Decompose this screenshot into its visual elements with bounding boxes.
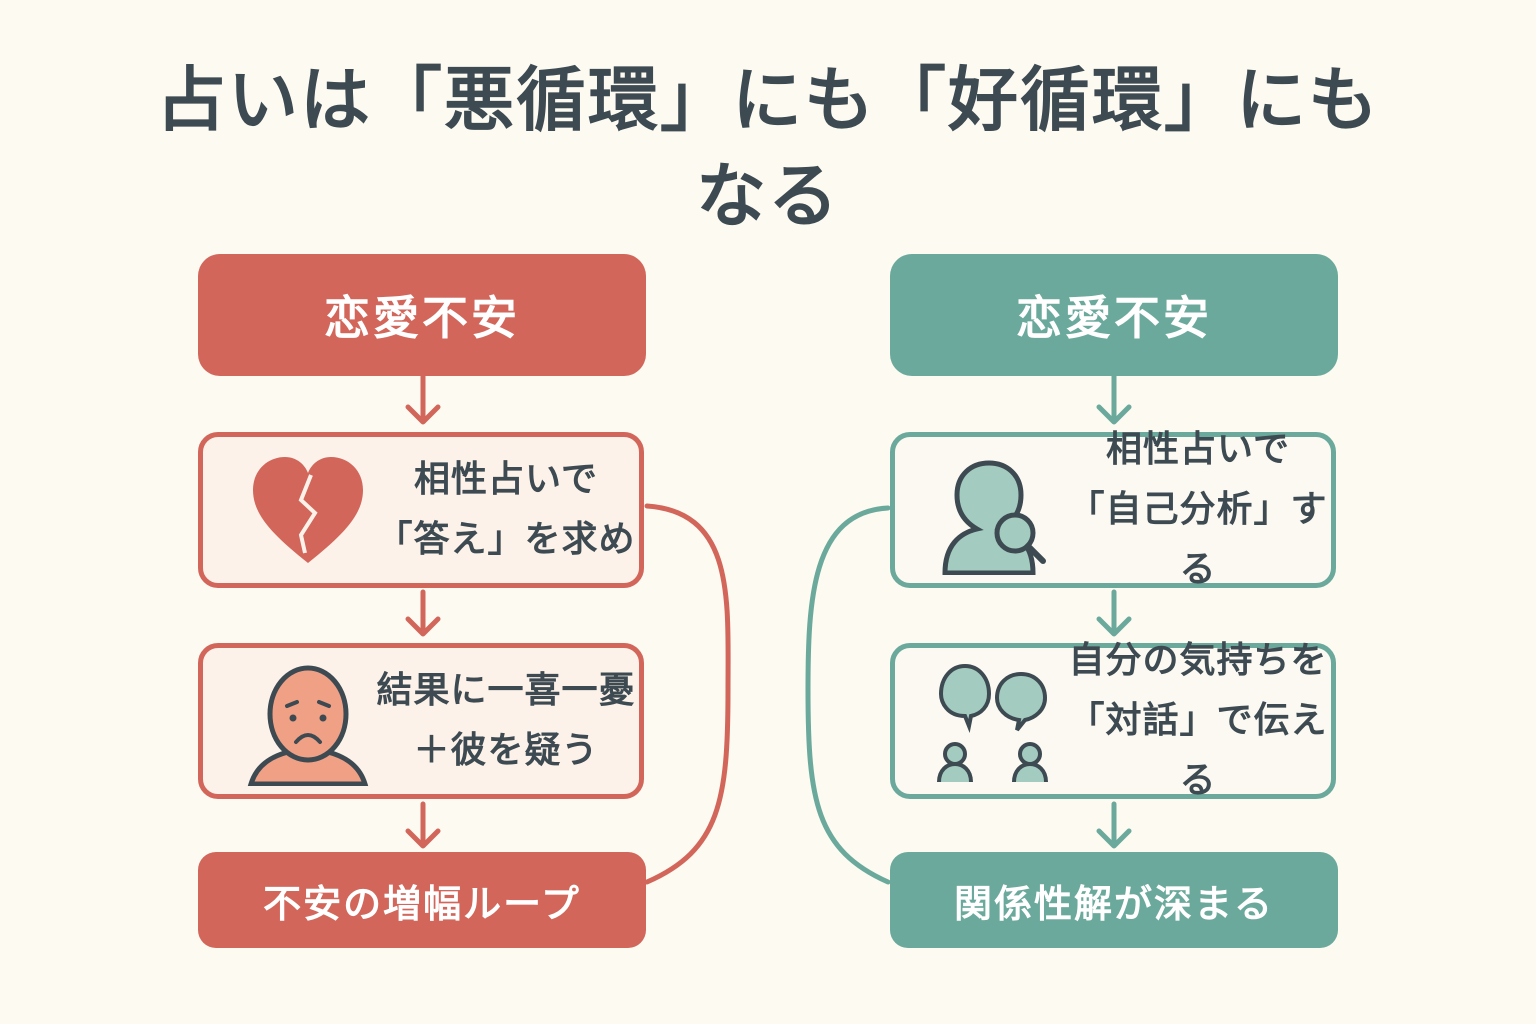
worried-person-icon: [247, 665, 369, 786]
right-result: 関係性解が深まる: [890, 852, 1338, 948]
title-line-2: なる: [696, 155, 840, 237]
broken-heart-icon: [253, 457, 363, 563]
step-text: 「自己分析」する: [1068, 489, 1328, 590]
loop-line: [805, 505, 891, 885]
arrow-down: [1096, 589, 1132, 637]
left-arrows: [405, 373, 731, 885]
arrow-down: [405, 801, 441, 849]
step-text: 「答え」を求め: [376, 519, 636, 560]
arrow-down: [405, 373, 441, 425]
title-line-1: 占いは「悪循環」にも「好循環」にも: [156, 59, 1380, 141]
step-text: 相性占いで: [1106, 429, 1290, 470]
page-title: 占いは「悪循環」にも「好循環」にも なる: [0, 52, 1536, 244]
arrow-down: [1096, 801, 1132, 849]
step-text: ＋彼を疑う: [413, 730, 599, 771]
step-text: 結果に一喜一憂: [376, 670, 636, 711]
right-arrows: [805, 373, 1132, 885]
left-result: 不安の増幅ループ: [198, 852, 646, 948]
left-header: 恋愛不安: [198, 254, 646, 376]
step-text: 自分の気持ちを: [1068, 640, 1328, 681]
right-step-2: 自分の気持ちを「対話」で伝える: [890, 640, 1336, 801]
left-step-1: 相性占いで「答え」を求め: [198, 432, 644, 588]
step-text: 「対話」で伝える: [1068, 700, 1328, 801]
right-header: 恋愛不安: [890, 254, 1338, 376]
arrow-down: [1096, 373, 1132, 425]
loop-line: [644, 503, 731, 885]
step-text: 相性占いで: [414, 459, 598, 500]
right-step-1: 相性占いで「自己分析」する: [890, 429, 1336, 590]
dialogue-icon: [937, 663, 1048, 783]
left-step-2: 結果に一喜一憂 ＋彼を疑う: [198, 643, 644, 799]
arrow-down: [405, 589, 441, 637]
person-magnifier-icon: [942, 460, 1046, 575]
